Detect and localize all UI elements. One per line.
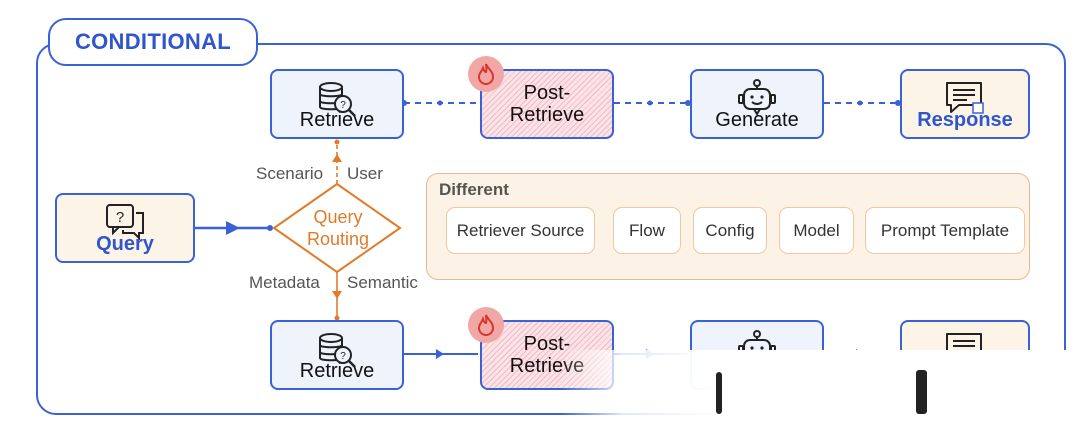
different-title: Different xyxy=(439,180,509,199)
routing-line-1: Query xyxy=(313,207,363,227)
query-routing-diamond xyxy=(272,182,402,274)
metadata-label: Metadata xyxy=(249,273,320,292)
semantic-label: Semantic xyxy=(347,273,418,292)
fire-icon xyxy=(468,56,504,92)
chip-model: Model xyxy=(779,207,854,254)
svg-text:?: ? xyxy=(340,100,346,111)
top-response-node[interactable]: Response xyxy=(900,69,1030,139)
top-post-retrieve-label-2: Retrieve xyxy=(509,104,585,126)
chip-retriever-source: Retriever Source xyxy=(446,207,595,254)
database-search-icon: ? xyxy=(315,330,359,376)
top-generate-label: Generate xyxy=(715,109,799,131)
svg-text:?: ? xyxy=(340,351,346,362)
user-label: User xyxy=(347,164,383,183)
fire-icon xyxy=(468,307,504,343)
top-response-label: Response xyxy=(917,109,1013,131)
obscured-text-fragment xyxy=(916,370,927,414)
chip-flow: Flow xyxy=(613,207,681,254)
svg-text:?: ? xyxy=(116,209,124,226)
chip-config: Config xyxy=(693,207,767,254)
top-generate-node[interactable]: Generate xyxy=(690,69,824,139)
chip-prompt-template: Prompt Template xyxy=(865,207,1025,254)
fade-overlay xyxy=(560,350,1080,434)
scenario-label: Scenario xyxy=(256,164,324,183)
bottom-retrieve-node[interactable]: ? Retrieve xyxy=(270,320,404,390)
robot-icon xyxy=(735,79,779,123)
bottom-post-retrieve-label-1: Post- xyxy=(523,333,571,355)
top-retrieve-label: Retrieve xyxy=(299,109,375,131)
message-icon xyxy=(943,79,987,123)
obscured-text-fragment xyxy=(716,372,722,414)
query-routing-label: Query Routing xyxy=(280,207,396,251)
top-retrieve-node[interactable]: ? Retrieve xyxy=(270,69,404,139)
question-bubble-icon: ? xyxy=(103,203,147,247)
database-search-icon: ? xyxy=(315,79,359,125)
page-title: CONDITIONAL xyxy=(48,18,258,66)
bottom-retrieve-label: Retrieve xyxy=(299,360,375,382)
top-post-retrieve-label-1: Post- xyxy=(523,82,571,104)
query-node[interactable]: ? Query xyxy=(55,193,195,263)
routing-line-2: Routing xyxy=(306,228,370,249)
conditional-frame xyxy=(36,43,1066,415)
